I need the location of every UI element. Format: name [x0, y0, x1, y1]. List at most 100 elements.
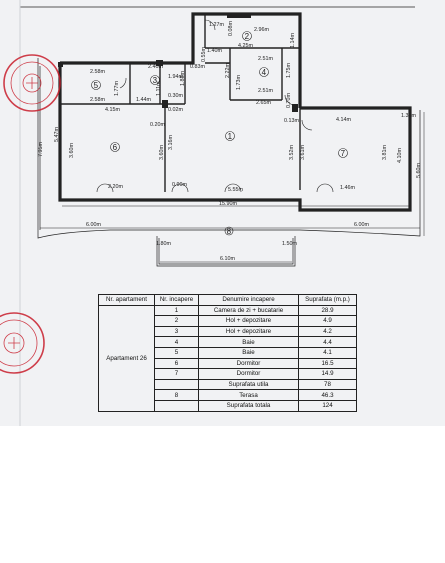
room-nr: 3 [154, 325, 199, 338]
room-nr: 1 [154, 304, 199, 317]
dim-label: 6.10m [220, 256, 235, 262]
dim-label: 2.51m [258, 88, 273, 94]
room-number-1: 1 [228, 132, 233, 141]
dim-label: 1.27m [209, 22, 224, 28]
room-name: Baie [198, 336, 299, 348]
dim-label: 1.46m [340, 185, 355, 191]
dim-label: 2.20m [108, 184, 123, 190]
room-name: Hol + depozitare [198, 315, 299, 327]
door-swings [96, 19, 334, 193]
dim-label: 1.40m [207, 48, 222, 54]
dim-label: 2.40m [148, 64, 163, 70]
room-name: Hol + depozitare [198, 325, 299, 338]
dim-label: 2.22m [225, 63, 231, 78]
notary-stamp-bottom [0, 312, 45, 374]
table-row: 7 Dormitor 14.9 [99, 368, 357, 380]
dim-label: 0.90m [172, 182, 187, 188]
dim-label: 4.15m [105, 107, 120, 113]
dim-label: 2.65m [256, 100, 271, 106]
room-area: 16.5 [298, 357, 357, 370]
room-number-8: 8 [227, 227, 232, 236]
room-number-2: 2 [245, 32, 250, 41]
header-apartment: Nr. apartament [98, 294, 155, 306]
room-area: 4.9 [298, 315, 357, 327]
table-header-row: Nr. apartament Nr. incapere Denumire inc… [98, 294, 357, 306]
room-area: 14.9 [298, 368, 357, 380]
room-marker [110, 142, 120, 152]
room-area: 78 [298, 378, 357, 391]
table-row: 4 Baie 4.4 [99, 336, 357, 348]
table-row: 3 Hol + depozitare 4.2 [99, 325, 357, 338]
header-area: Suprafata (m.p.) [298, 294, 357, 306]
dim-label: 3.60m [159, 145, 165, 160]
room-marker [242, 31, 252, 41]
dim-label: 1.88m [180, 71, 186, 86]
table-row: 6 Dormitor 16.5 [99, 357, 357, 370]
notary-stamp-top [3, 54, 61, 112]
room-name: Camera de zi + bucatarie [198, 304, 299, 317]
dim-label: 5.47m [54, 127, 60, 142]
room-nr: 7 [154, 368, 199, 380]
room-nr: 2 [154, 315, 199, 327]
dim-label: 2.51m [258, 56, 273, 62]
dim-label: 3.52m [289, 145, 295, 160]
dim-label: 3.16m [168, 135, 174, 150]
dim-label: 3.61m [300, 145, 306, 160]
dim-label: 1.14m [290, 33, 296, 48]
room-area: 4.2 [298, 325, 357, 338]
dim-label: 2.58m [90, 69, 105, 75]
dim-label: 0.13m [284, 118, 299, 124]
dim-label: 2.96m [254, 27, 269, 33]
room-marker [259, 67, 269, 77]
room-name: Suprafata utila [198, 378, 299, 391]
dim-label: 15.90m [219, 201, 237, 207]
dim-label: 1.44m [136, 97, 151, 103]
dimension-lines [40, 112, 425, 263]
dim-label: 5.55m [228, 187, 243, 193]
dim-label: 3.81m [382, 145, 388, 160]
dim-label: 0.70m [286, 93, 292, 108]
pillars [58, 13, 298, 112]
dim-label: 5.60m [416, 163, 422, 178]
dim-label: 4.25m [238, 43, 253, 49]
room-nr: 5 [154, 346, 199, 359]
floor-plan: 1.27m 2.96m 0.08m 4.25m 1.14m 1.40m 0.55… [0, 0, 425, 426]
table-row: Apartament 26 1 Camera de zi + bucatarie… [98, 304, 357, 412]
dim-label: 6.00m [86, 222, 101, 228]
room-marker [225, 131, 235, 141]
room-nr [154, 399, 199, 412]
dim-label: 6.00m [354, 222, 369, 228]
room-area: 46.3 [298, 389, 357, 401]
dim-label: 0.20m [150, 122, 165, 128]
table-row: 8 Terasa 46.3 [99, 389, 357, 401]
table-row: 5 Baie 4.1 [99, 346, 357, 359]
room-marker [338, 148, 348, 158]
room-nr [154, 378, 199, 391]
room-name: Suprafata totala [198, 399, 299, 412]
dim-label: 1.75m [286, 63, 292, 78]
dim-label: 4.14m [336, 117, 351, 123]
room-nr: 8 [154, 389, 199, 401]
room-marker [150, 75, 160, 85]
header-room-number: Nr. incapere [154, 294, 199, 306]
room-number-5: 5 [94, 81, 99, 90]
dim-label: 2.58m [90, 97, 105, 103]
dim-label: 7.95m [38, 142, 44, 157]
header-room-name: Denumire incapere [198, 294, 299, 306]
room-number-3: 3 [153, 76, 158, 85]
dim-label: 0.83m [190, 64, 205, 70]
room-area: 4.1 [298, 346, 357, 359]
table-row: 2 Hol + depozitare 4.9 [99, 315, 357, 327]
room-name: Baie [198, 346, 299, 359]
dim-label: 3.60m [69, 143, 75, 158]
room-marker [224, 226, 234, 236]
apartment-name: Apartament 26 [98, 304, 155, 412]
dim-label: 1.73m [236, 75, 242, 90]
room-nr: 6 [154, 357, 199, 370]
dim-label: 1.77m [114, 81, 120, 96]
room-name: Dormitor [198, 357, 299, 370]
room-nr: 4 [154, 336, 199, 348]
dim-label: 0.08m [228, 21, 234, 36]
rooms-table: Nr. apartament Nr. incapere Denumire inc… [98, 294, 357, 412]
dim-label: 1.30m [401, 113, 416, 119]
